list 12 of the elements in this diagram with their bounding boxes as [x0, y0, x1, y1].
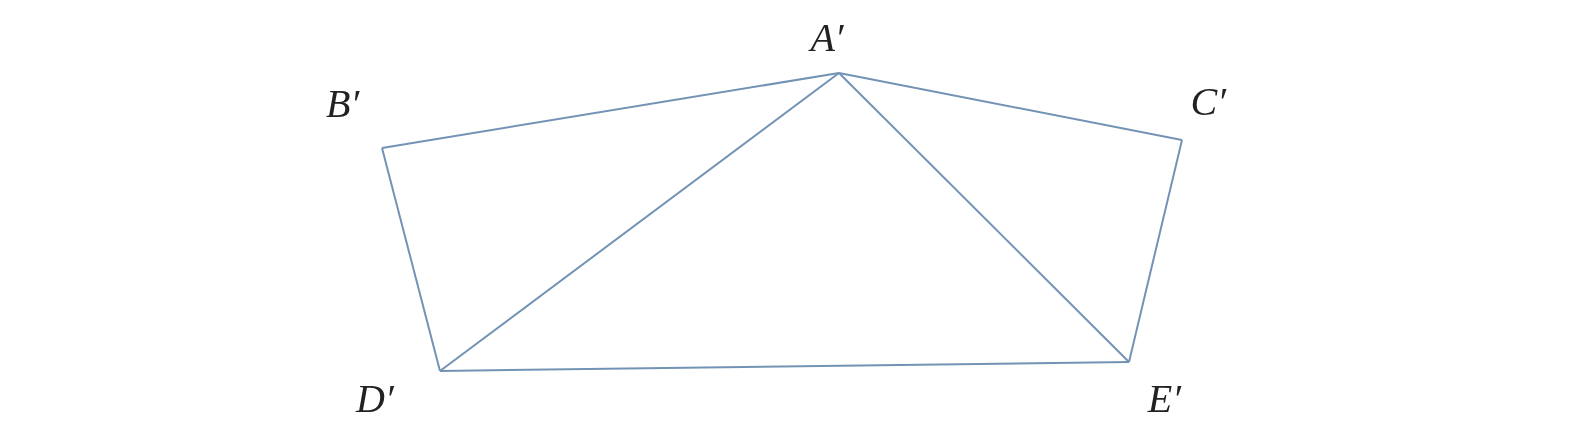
line-segment	[381, 147, 441, 372]
line-segment	[439, 72, 840, 372]
line-segment	[838, 72, 1130, 363]
vertex-label: B′	[326, 84, 360, 124]
vertex-label: E′	[1147, 379, 1181, 419]
vertex-label: D′	[356, 379, 394, 419]
line-segment	[439, 361, 1130, 372]
line-segment	[838, 72, 1183, 141]
line-segment	[1128, 139, 1183, 363]
vertex-label: C′	[1190, 82, 1226, 122]
line-segment	[381, 72, 840, 149]
vertex-label: A′	[810, 18, 844, 58]
